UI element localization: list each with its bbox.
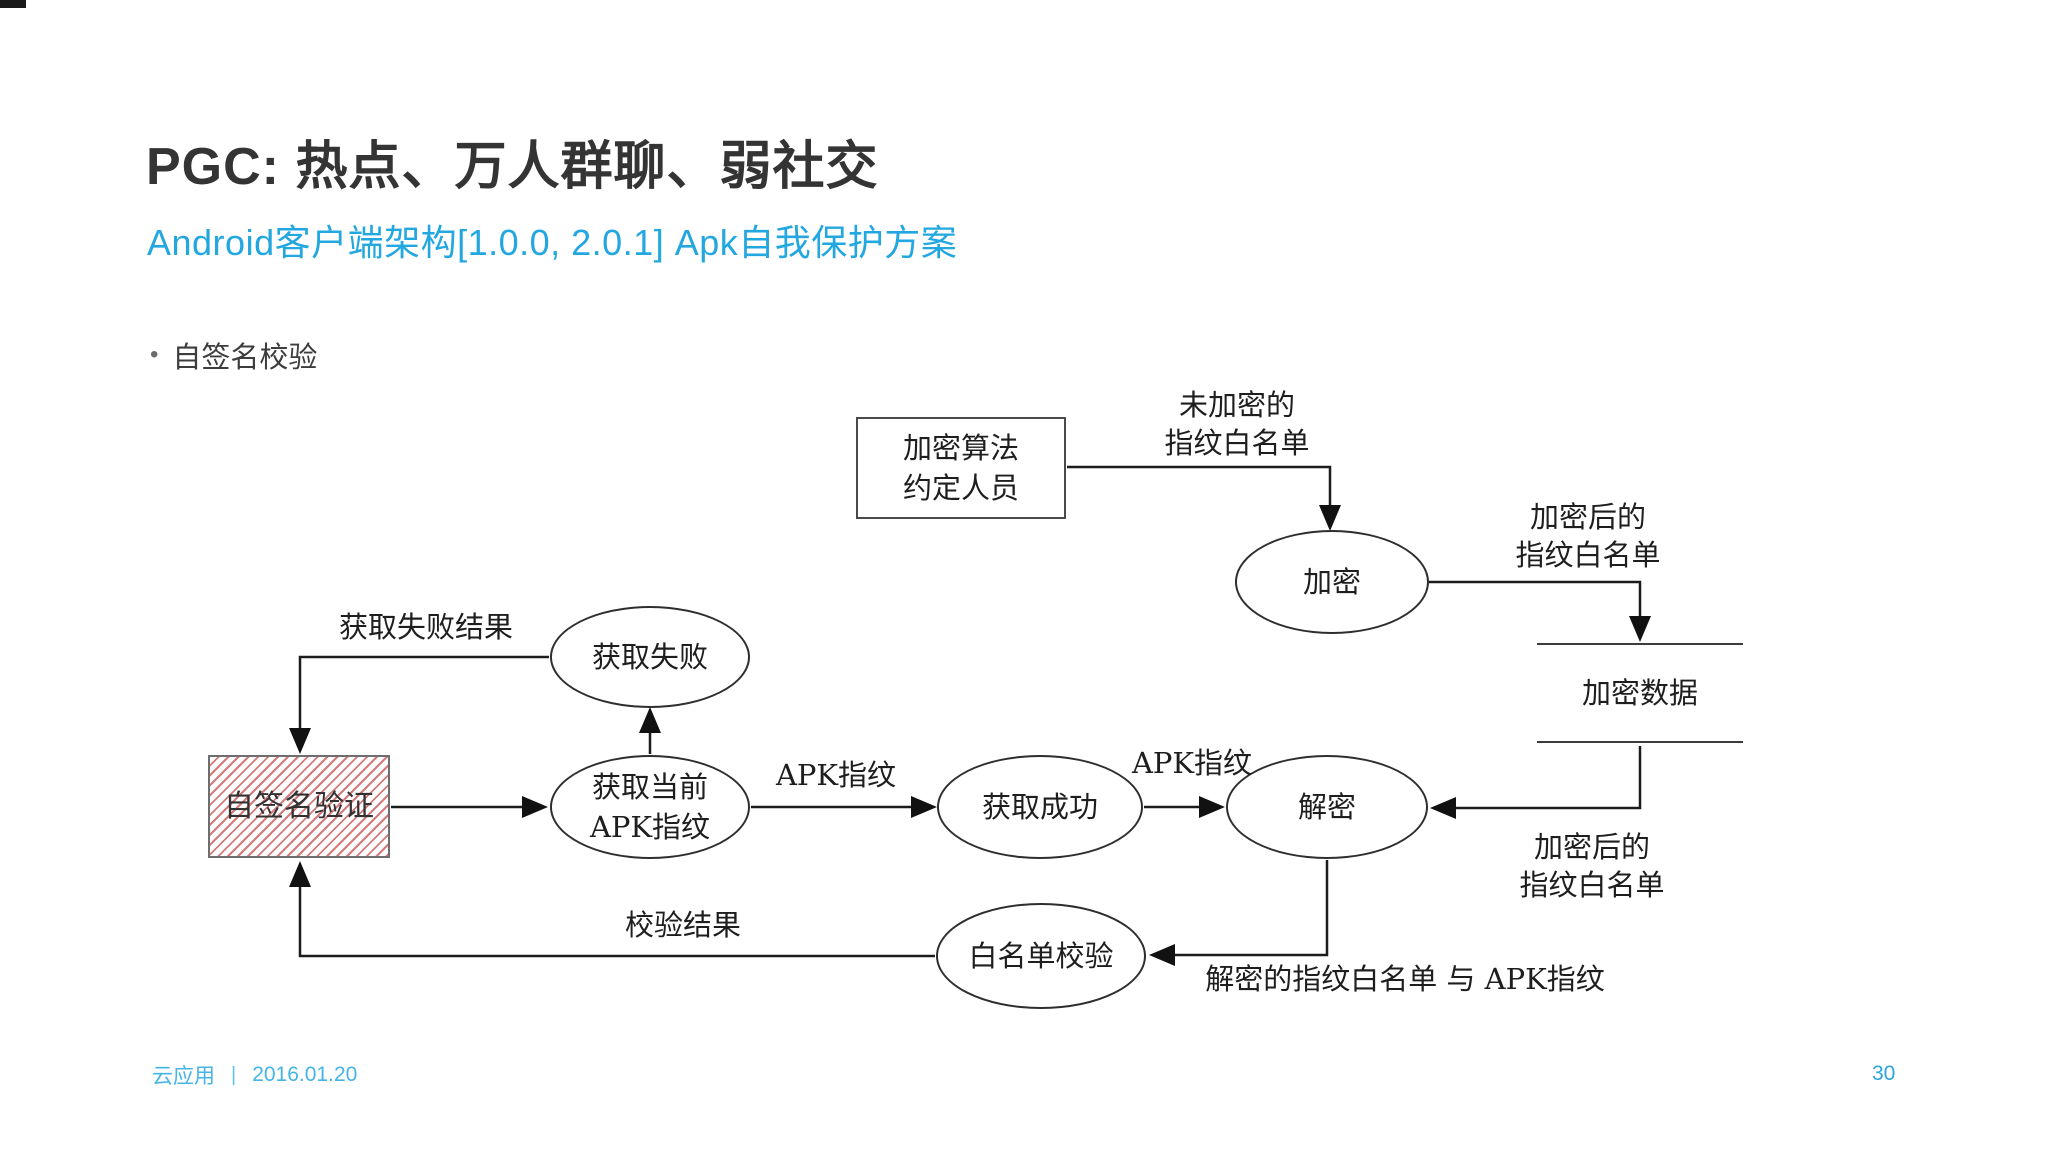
edge-label-encrypted-whitelist-top: 加密后的 指纹白名单 — [1515, 498, 1660, 574]
node-label-line: 约定人员 — [902, 471, 1019, 505]
node-label-line: 加密算法 — [902, 431, 1019, 465]
node-label: 白名单校验 — [968, 939, 1114, 973]
node-label-line: APK指纹 — [589, 810, 711, 844]
node-label: 加密数据 — [1581, 676, 1698, 710]
edge-label-fetch-fail-result: 获取失败结果 — [338, 610, 514, 644]
edge-label-line: 指纹白名单 — [1519, 868, 1665, 902]
bullet-label: 自签名校验 — [172, 342, 318, 374]
node-label: 获取成功 — [981, 790, 1098, 824]
edge-label-unencrypted-whitelist: 未加密的 指纹白名单 — [1164, 386, 1309, 462]
edge-label-encrypted-whitelist-bottom: 加密后的 指纹白名单 — [1519, 828, 1664, 904]
node-encrypt-ellipse: 加密 — [1235, 530, 1429, 634]
edge-label-line: 加密后的 — [1529, 500, 1647, 534]
footer-separator: | — [231, 1063, 237, 1086]
edge-label-line: 指纹白名单 — [1164, 426, 1310, 460]
bullet-icon: • — [150, 341, 159, 368]
node-fetch-current-apk-ellipse: 获取当前 APK指纹 — [550, 755, 750, 859]
node-label: 解密 — [1297, 790, 1356, 824]
edge-label-line: 加密后的 — [1533, 830, 1651, 864]
edge-label-apk-fingerprint-1: APK指纹 — [775, 758, 897, 792]
edge-label-line: 指纹白名单 — [1515, 538, 1661, 572]
node-label: 加密 — [1302, 565, 1361, 599]
page-title: PGC: 热点、万人群聊、弱社交 — [146, 138, 879, 196]
footer-date: 2016.01.20 — [252, 1063, 358, 1086]
node-fetch-fail-ellipse: 获取失败 — [550, 606, 750, 708]
edge-label-decrypted-vs-apk: 解密的指纹白名单 与 APK指纹 — [1205, 962, 1605, 996]
node-decrypt-ellipse: 解密 — [1226, 755, 1428, 859]
node-label: 自签名验证 — [224, 788, 374, 824]
footer-brand: 云应用 — [152, 1065, 215, 1088]
edge-label-apk-fingerprint-2: APK指纹 — [1131, 746, 1253, 780]
node-label: 获取失败 — [591, 640, 708, 674]
edge-label-check-result: 校验结果 — [624, 908, 742, 942]
bullet-item: • 自签名校验 — [150, 334, 317, 376]
footer: 云应用 | 2016.01.20 — [152, 1060, 357, 1090]
page-number: 30 — [1872, 1062, 1896, 1085]
corner-artifact — [0, 0, 26, 8]
edge-label-line: 未加密的 — [1178, 388, 1296, 422]
node-self-signature-verify-box: 自签名验证 — [208, 755, 390, 858]
node-encrypted-datastore: 加密数据 — [1537, 643, 1743, 743]
node-fetch-success-ellipse: 获取成功 — [937, 755, 1143, 859]
node-label-line: 获取当前 — [591, 770, 708, 804]
node-encryption-authors-box: 加密算法 约定人员 — [856, 417, 1066, 519]
slide-subtitle: Android客户端架构[1.0.0, 2.0.1] Apk自我保护方案 — [147, 222, 958, 263]
node-whitelist-check-ellipse: 白名单校验 — [936, 903, 1146, 1009]
